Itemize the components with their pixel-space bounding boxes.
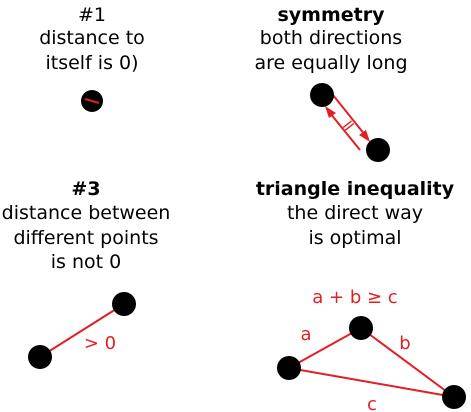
triangle-edge-c: [288, 367, 455, 398]
triangle-line-1: the direct way: [287, 202, 423, 224]
symmetry-arrow-backward: [329, 112, 361, 151]
positivity-panel: #3 distance between different points is …: [2, 178, 171, 369]
positivity-point-right: [112, 292, 136, 316]
positivity-distance-line: [39, 303, 125, 358]
triangle-point-left: [277, 356, 301, 380]
symmetry-point-top: [310, 83, 334, 107]
triangle-point-right: [442, 385, 466, 409]
symmetry-panel: symmetry both directions are equally lon…: [254, 4, 408, 162]
triangle-panel: triangle inequality the direct way is op…: [256, 178, 466, 412]
identity-zero-distance-line: [84, 97, 100, 105]
triangle-title: triangle inequality: [256, 178, 455, 200]
symmetry-point-bottom: [366, 138, 390, 162]
positivity-gt-zero-label: > 0: [84, 333, 116, 354]
identity-panel: #1 distance to itself is 0): [39, 4, 145, 112]
positivity-line-1: distance between: [2, 202, 171, 224]
positivity-point-left: [28, 345, 52, 369]
triangle-label-b: b: [399, 333, 410, 354]
symmetry-arrowhead-backward: [325, 106, 336, 118]
symmetry-title: symmetry: [277, 4, 385, 26]
identity-line-1: distance to: [39, 27, 145, 49]
symmetry-equal-sign: =: [337, 114, 361, 139]
triangle-formula: a + b ≥ c: [312, 287, 397, 308]
triangle-edge-b: [360, 327, 455, 398]
symmetry-line-2: are equally long: [254, 52, 407, 74]
symmetry-line-1: both directions: [260, 27, 402, 49]
identity-line-2: itself is 0): [45, 52, 138, 74]
triangle-edge-a: [288, 327, 362, 369]
triangle-point-top: [349, 316, 373, 340]
symmetry-arrowhead-forward: [359, 130, 370, 142]
identity-title: #1: [78, 4, 106, 26]
positivity-title: #3: [71, 178, 100, 200]
triangle-label-a: a: [300, 324, 311, 345]
triangle-line-2: is optimal: [308, 227, 401, 249]
triangle-label-c: c: [367, 394, 377, 412]
symmetry-arrow-forward: [332, 94, 366, 136]
positivity-line-3: is not 0: [51, 251, 121, 273]
positivity-line-2: different points: [13, 227, 158, 249]
